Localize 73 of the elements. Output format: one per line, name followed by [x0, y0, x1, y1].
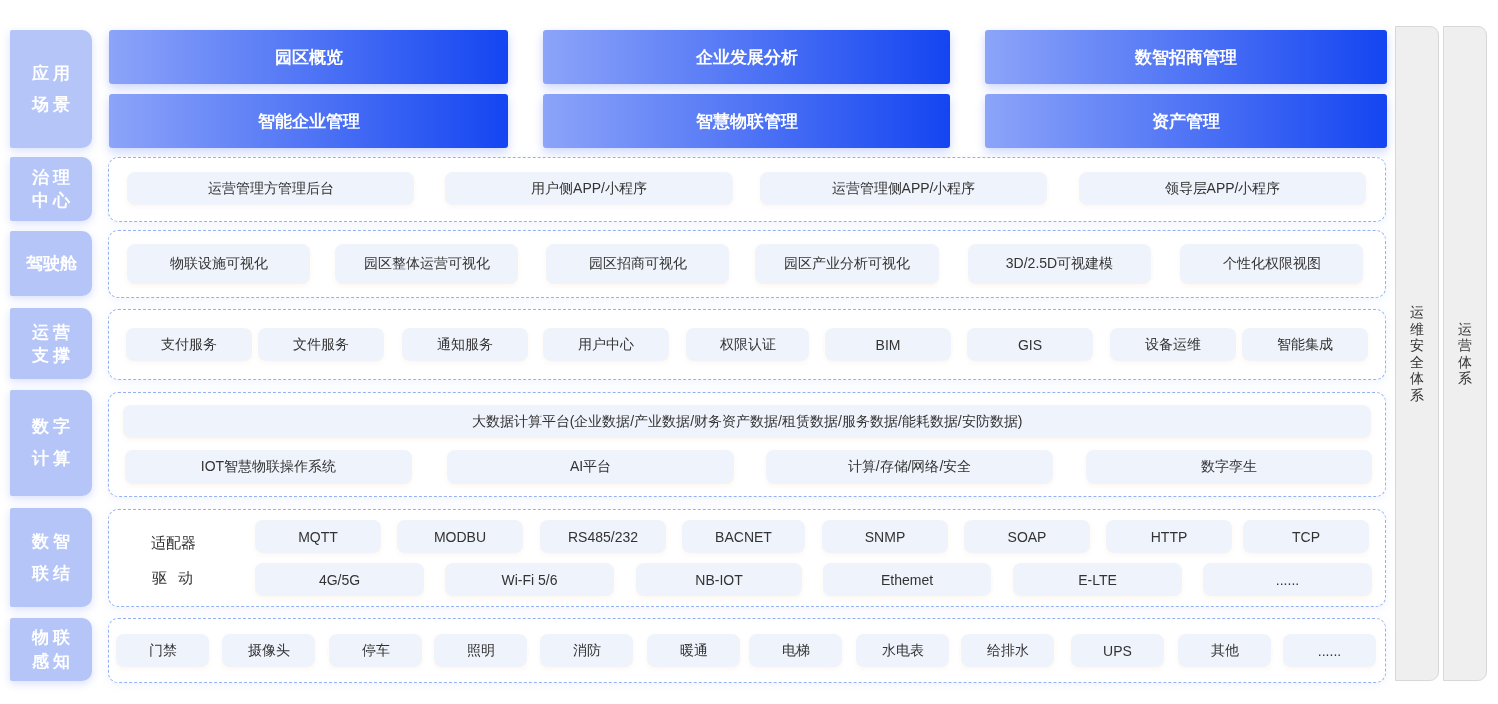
layer-label: 数智联结	[10, 508, 92, 607]
module-box: 停车	[329, 634, 422, 667]
module-box: ......	[1283, 634, 1376, 667]
module-box: 消防	[540, 634, 633, 667]
module-box: 门禁	[116, 634, 209, 667]
layer-label: 物联感知	[10, 618, 92, 681]
scenario-box: 园区概览	[109, 30, 508, 84]
module-box: 给排水	[961, 634, 1054, 667]
module-box: Wi-Fi 5/6	[445, 563, 614, 596]
module-box: 权限认证	[686, 328, 809, 361]
layer-panel	[108, 509, 1386, 607]
layer-panel	[108, 618, 1386, 683]
module-box: BIM	[825, 328, 951, 361]
layer-label: 治理中心	[10, 157, 92, 221]
row-label: 适配器	[150, 533, 196, 553]
module-box: 3D/2.5D可视建模	[968, 244, 1151, 284]
system-band: 运营体系	[1443, 26, 1487, 681]
module-box: GIS	[967, 328, 1093, 361]
layer-panel	[108, 157, 1386, 222]
scenario-box: 数智招商管理	[985, 30, 1387, 84]
module-box: 数字孪生	[1086, 450, 1372, 484]
module-box: IOT智慧物联操作系统	[125, 450, 412, 484]
module-box: HTTP	[1106, 520, 1232, 553]
module-box: NB-IOT	[636, 563, 802, 596]
module-box: 园区产业分析可视化	[755, 244, 939, 284]
layer-panel	[108, 309, 1386, 380]
module-box: 园区招商可视化	[546, 244, 729, 284]
layer-label: 运营支撑	[10, 308, 92, 379]
module-box: 智能集成	[1242, 328, 1368, 361]
module-box: MODBU	[397, 520, 523, 553]
module-box: TCP	[1243, 520, 1369, 553]
module-box: 支付服务	[126, 328, 252, 361]
module-box: 水电表	[856, 634, 949, 667]
module-box: 运营管理方管理后台	[127, 172, 414, 205]
module-box: BACNET	[682, 520, 805, 553]
module-box: 物联设施可视化	[127, 244, 310, 284]
module-box: 运营管理侧APP/小程序	[760, 172, 1047, 205]
module-box: 大数据计算平台(企业数据/产业数据/财务资产数据/租赁数据/服务数据/能耗数据/安防数据)	[123, 405, 1371, 438]
module-box: 领导层APP/小程序	[1079, 172, 1366, 205]
module-box: 电梯	[749, 634, 842, 667]
row-label: 驱 动	[152, 568, 196, 588]
module-box: 设备运维	[1110, 328, 1236, 361]
module-box: 其他	[1178, 634, 1271, 667]
layer-panel	[108, 230, 1386, 298]
module-box: Ethemet	[823, 563, 991, 596]
module-box: 用户中心	[543, 328, 669, 361]
layer-label: 应用场景	[10, 30, 92, 148]
layer-panel	[108, 392, 1386, 497]
module-box: AI平台	[447, 450, 734, 484]
module-box: RS485/232	[540, 520, 666, 553]
module-box: E-LTE	[1013, 563, 1182, 596]
module-box: UPS	[1071, 634, 1164, 667]
module-box: 照明	[434, 634, 527, 667]
module-box: SOAP	[964, 520, 1090, 553]
layer-label: 驾驶舱	[10, 231, 92, 296]
scenario-box: 企业发展分析	[543, 30, 950, 84]
module-box: 计算/存储/网络/安全	[766, 450, 1053, 484]
module-box: 用户侧APP/小程序	[445, 172, 733, 205]
scenario-box: 资产管理	[985, 94, 1387, 148]
scenario-box: 智能企业管理	[109, 94, 508, 148]
layer-label: 数字计算	[10, 390, 92, 496]
module-box: 摄像头	[222, 634, 315, 667]
system-band: 运维安全体系	[1395, 26, 1439, 681]
module-box: 通知服务	[402, 328, 528, 361]
module-box: SNMP	[822, 520, 948, 553]
module-box: 园区整体运营可视化	[335, 244, 518, 284]
module-box: 文件服务	[258, 328, 384, 361]
scenario-box: 智慧物联管理	[543, 94, 950, 148]
module-box: ......	[1203, 563, 1372, 596]
module-box: 暖通	[647, 634, 740, 667]
module-box: 4G/5G	[255, 563, 424, 596]
module-box: MQTT	[255, 520, 381, 553]
module-box: 个性化权限视图	[1180, 244, 1363, 284]
